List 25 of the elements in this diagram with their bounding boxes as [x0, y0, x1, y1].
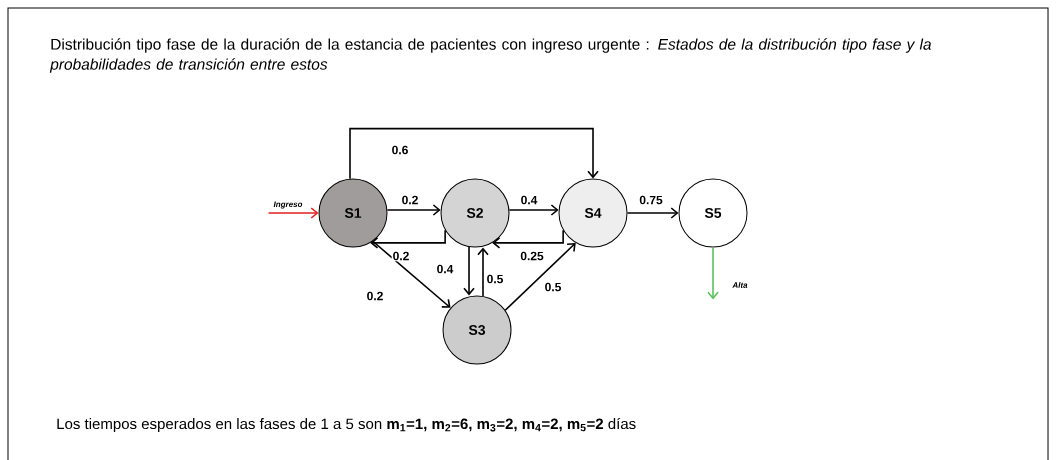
arrow	[477, 247, 489, 297]
title: Distribución tipo fase de la duración de la estancia de pacientes con ingreso urgente : Estados de la distribución tipo fase y la probabilidades de transición entre estos	[49, 38, 932, 73]
arrow	[370, 229, 446, 249]
edge-label: 0.75	[638, 194, 664, 206]
edge-label: 0.4	[435, 263, 455, 275]
edge-label: 0.5	[485, 273, 505, 285]
arrow	[386, 204, 441, 216]
edge-label: 0.2	[400, 194, 420, 206]
edge-label: 0.5	[543, 281, 563, 293]
edge-label: Ingreso	[272, 200, 304, 210]
note: Los tiempos esperados en las fases de 1 a 5 son m$_{1}$=1, m$_{2}$=6, m$_{3}$=2, m$_{4}$=2, m$_{5}$=2 días	[57, 417, 636, 433]
edge-label: 0.6	[390, 144, 410, 156]
arrow	[267, 207, 319, 219]
edge-label: 0.2	[391, 250, 411, 262]
arrow	[707, 246, 719, 300]
arrow	[463, 246, 475, 296]
arrow	[508, 204, 559, 216]
arrow	[492, 229, 564, 249]
arrow	[626, 207, 679, 219]
edge-label: 0.25	[519, 250, 545, 262]
arrow	[504, 242, 576, 312]
edge-label: Alta	[731, 281, 749, 289]
edge-label: 0.4	[519, 194, 539, 206]
edge-label: 0.2	[365, 290, 385, 302]
arrow	[349, 127, 599, 180]
